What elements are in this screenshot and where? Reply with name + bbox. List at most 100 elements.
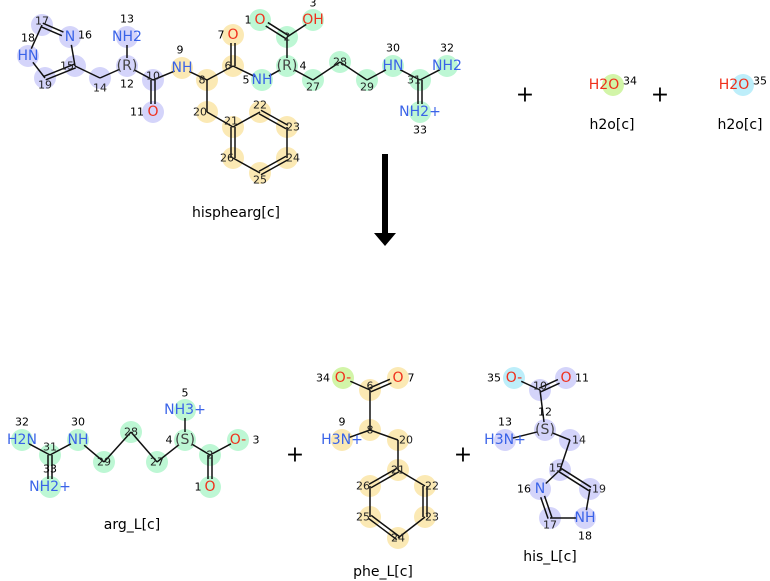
atom-number: 11	[575, 372, 589, 385]
atom-number: 35	[487, 372, 501, 385]
atom-label: H3N+	[484, 432, 526, 448]
bond-line	[339, 61, 368, 81]
bond-line	[419, 69, 441, 81]
atom-number: 33	[43, 463, 57, 476]
atom-number: 2	[284, 31, 291, 44]
bond-line	[369, 429, 399, 441]
atom-number: 18	[21, 32, 35, 45]
atom-number: 19	[592, 483, 606, 496]
atom-label: O	[392, 370, 403, 386]
bond-line	[260, 159, 289, 176]
atom-number: 29	[360, 81, 374, 94]
atom-number: 6	[367, 380, 374, 393]
atom-number: 13	[498, 416, 512, 429]
atom-highlight	[171, 57, 193, 79]
atom-label: NH2	[112, 29, 142, 45]
bond-line	[286, 23, 307, 38]
atom-label: H3N+	[321, 432, 363, 448]
atom-highlight	[116, 55, 138, 77]
atom-label: NH	[172, 60, 193, 76]
atom-highlight	[39, 476, 61, 498]
bond-line	[232, 65, 256, 78]
bond-line	[156, 444, 180, 463]
bond-line	[30, 24, 43, 50]
atom-number: 12	[120, 78, 134, 91]
atom-number: 28	[333, 56, 347, 69]
bond-line	[368, 378, 391, 389]
bond-line	[103, 431, 132, 463]
bond-line	[133, 69, 154, 81]
atom-label: NH2	[432, 58, 462, 74]
bond-line	[45, 67, 77, 81]
atom-highlight	[387, 367, 409, 389]
bond-line	[28, 443, 51, 456]
bond-line	[538, 378, 559, 389]
atom-label: (S)	[175, 432, 195, 448]
atom-highlight	[249, 9, 271, 31]
bond-line	[43, 63, 75, 77]
atom-number: 27	[150, 456, 164, 469]
bond-line	[206, 111, 234, 128]
atom-label: O	[147, 104, 158, 120]
atom-label: (S)	[535, 422, 555, 438]
atom-highlight	[574, 507, 596, 529]
atom-label: H2O	[589, 77, 619, 93]
atom-highlight	[503, 367, 525, 389]
atom-label: O	[560, 370, 571, 386]
atom-number: 32	[440, 42, 454, 55]
atom-highlight	[174, 399, 196, 421]
atom-number: 30	[386, 42, 400, 55]
atom-number: 14	[93, 82, 107, 95]
atom-number: 2	[207, 449, 214, 462]
atom-number: 7	[408, 372, 415, 385]
atom-label: (R)	[277, 58, 298, 74]
atom-highlight	[222, 24, 244, 46]
bond-line	[560, 467, 592, 488]
atom-label: HN	[18, 48, 39, 64]
bond-line	[260, 109, 289, 126]
atom-highlight	[251, 69, 273, 91]
bond-line	[258, 113, 287, 130]
atom-number: 12	[538, 406, 552, 419]
atom-highlight	[382, 55, 404, 77]
molecule-name: hisphearg[c]	[192, 205, 280, 221]
atom-number: 33	[413, 124, 427, 137]
atom-number: 28	[124, 426, 138, 439]
atom-number: 4	[166, 434, 173, 447]
atom-number: 25	[356, 511, 370, 524]
plus-sign: +	[454, 443, 472, 468]
atom-number: 35	[753, 75, 767, 88]
atom-number: 15	[60, 60, 74, 73]
atom-number: 24	[391, 532, 405, 545]
atom-number: 22	[253, 99, 267, 112]
atom-label: O	[227, 27, 238, 43]
atom-label: O	[254, 12, 265, 28]
atom-number: 32	[15, 416, 29, 429]
atom-number: 31	[43, 441, 57, 454]
atom-number: 1	[245, 14, 252, 27]
bond-line	[543, 495, 553, 518]
atom-number: 16	[517, 483, 531, 496]
atom-label: NH	[575, 510, 596, 526]
atom-number: 20	[399, 434, 413, 447]
atom-label: O	[204, 479, 215, 495]
atom-label: H2N	[7, 432, 37, 448]
atom-highlight	[11, 429, 33, 451]
atom-label: O-	[506, 370, 522, 386]
atom-number: 10	[533, 380, 547, 393]
atom-label: (R)	[117, 58, 138, 74]
atom-number: 17	[35, 15, 49, 28]
bond-line	[268, 69, 281, 77]
atom-highlight	[17, 45, 39, 67]
atom-highlight	[732, 74, 754, 96]
bond-line	[32, 61, 46, 79]
atom-highlight	[331, 429, 353, 451]
atom-label: O-	[335, 370, 351, 386]
molecule-name: arg_L[c]	[104, 517, 160, 533]
atom-number: 23	[286, 121, 300, 134]
bond-line	[188, 70, 208, 81]
atom-number: 11	[130, 106, 144, 119]
atom-label: O-	[230, 432, 246, 448]
